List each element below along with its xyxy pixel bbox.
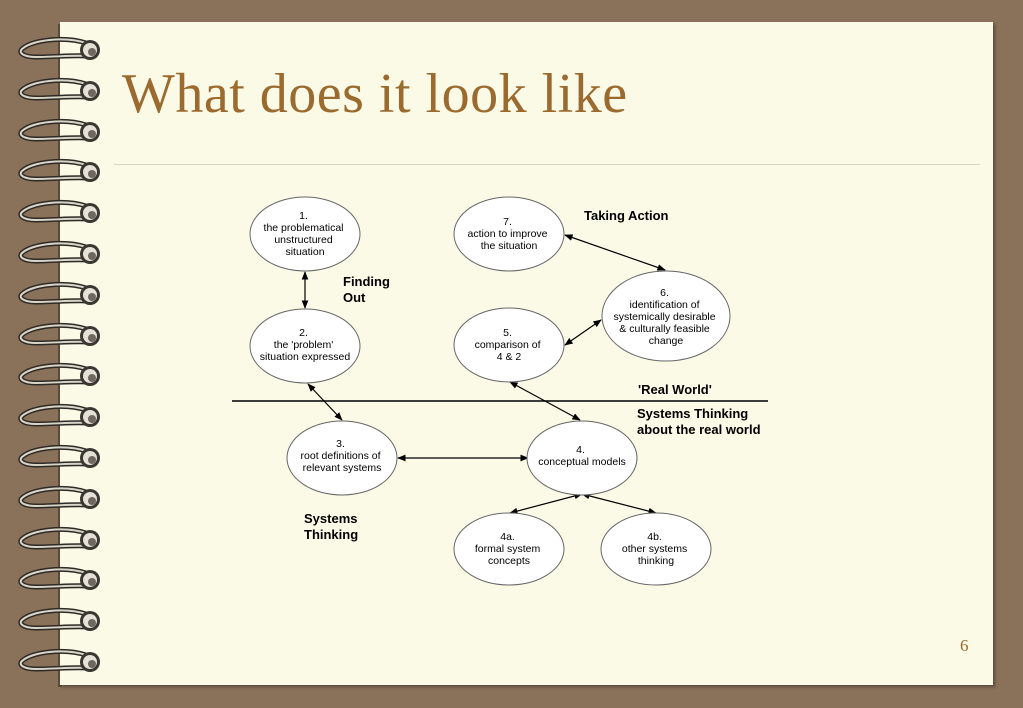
binding-ring — [18, 240, 100, 264]
label-real-world: 'Real World' — [638, 382, 712, 397]
binding-ring — [18, 200, 100, 224]
node-3: 3. root definitions of relevant systems — [286, 420, 398, 496]
node-1: 1. the problematical unstructured situat… — [249, 196, 361, 272]
page-number: 6 — [960, 636, 969, 655]
title-divider — [114, 164, 980, 165]
connector-4-4b — [581, 492, 657, 515]
binding-ring — [18, 404, 100, 428]
node-5: 5. comparison of 4 & 2 — [453, 307, 565, 383]
connector-6-7 — [564, 234, 666, 271]
node-6: 6. identification of systemically desira… — [601, 270, 731, 362]
binding-ring — [18, 77, 100, 101]
node-4-text: 4. conceptual models — [538, 444, 626, 468]
node-6-text: 6. identification of systemically desira… — [613, 287, 718, 347]
label-systems-thinking-real-world: Systems Thinking about the real world — [637, 406, 761, 437]
node-4b: 4b. other systems thinking — [600, 512, 712, 586]
connector-5-6 — [564, 319, 602, 346]
binding-ring — [18, 567, 100, 591]
connector-2-3 — [307, 383, 343, 421]
node-4a-text: 4a. formal system concepts — [475, 531, 543, 567]
node-4a: 4a. formal system concepts — [453, 512, 565, 586]
binding-ring — [18, 118, 100, 142]
label-systems-thinking: Systems Thinking — [304, 511, 361, 542]
binding-ring — [18, 608, 100, 632]
binding-ring — [18, 363, 100, 387]
node-7: 7. action to improve the situation — [453, 196, 565, 272]
node-5-text: 5. comparison of 4 & 2 — [475, 327, 544, 363]
connector-4-4a — [509, 492, 583, 515]
node-2: 2. the 'problem' situation expressed — [249, 308, 361, 384]
node-2-text: 2. the 'problem' situation expressed — [260, 327, 351, 363]
node-3-text: 3. root definitions of relevant systems — [301, 438, 384, 474]
slide-title: What does it look like — [122, 63, 628, 125]
binding-ring — [18, 281, 100, 305]
node-1-text: 1. the problematical unstructured situat… — [264, 210, 347, 258]
label-taking-action: Taking Action — [584, 208, 669, 223]
binding-ring — [18, 485, 100, 509]
binding-ring — [18, 444, 100, 468]
binding-ring — [18, 526, 100, 550]
binding-ring — [18, 159, 100, 183]
binding-ring — [18, 36, 100, 60]
binding-ring — [18, 648, 100, 672]
binding-ring — [18, 322, 100, 346]
node-4b-text: 4b. other systems thinking — [622, 531, 690, 567]
node-7-text: 7. action to improve the situation — [468, 216, 551, 252]
label-finding-out: Finding Out — [343, 274, 394, 305]
node-4: 4. conceptual models — [526, 420, 638, 496]
